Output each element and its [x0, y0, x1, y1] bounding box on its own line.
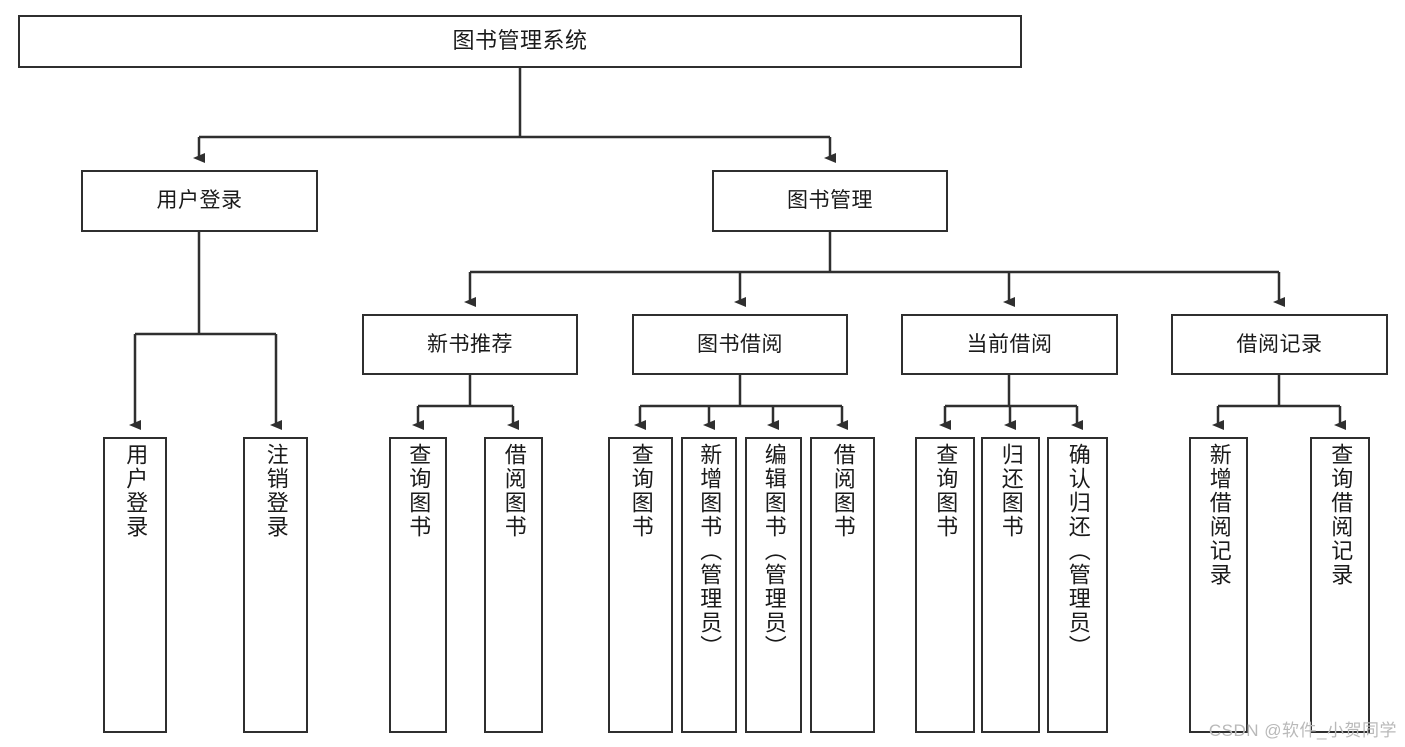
node-user-login-label: 用户登录	[156, 189, 243, 213]
node-book-management[interactable]: 图书管理	[712, 170, 948, 232]
leaf-return-book-label: 归还图书	[998, 443, 1024, 539]
node-book-management-label: 图书管理	[787, 189, 873, 213]
node-new-book-recommend[interactable]: 新书推荐	[362, 314, 578, 375]
leaf-lend-book-label: 借阅图书	[830, 443, 856, 539]
leaf-return-book[interactable]: 归还图书	[981, 437, 1040, 733]
leaf-add-borrow-record[interactable]: 新增借阅记录	[1189, 437, 1248, 733]
leaf-add-book-admin-label: 新增图书（管理员）	[697, 443, 723, 659]
leaf-confirm-return-admin[interactable]: 确认归还（管理员）	[1047, 437, 1108, 733]
leaf-lend-book[interactable]: 借阅图书	[810, 437, 875, 733]
leaf-confirm-return-admin-label: 确认归还（管理员）	[1065, 443, 1091, 659]
node-book-borrow[interactable]: 图书借阅	[632, 314, 848, 375]
leaf-query-book-current-label: 查询图书	[933, 443, 959, 539]
leaf-user-login[interactable]: 用户登录	[103, 437, 167, 733]
node-book-borrow-label: 图书借阅	[697, 332, 783, 356]
node-borrow-records[interactable]: 借阅记录	[1171, 314, 1388, 375]
leaf-query-book-newbook[interactable]: 查询图书	[389, 437, 447, 733]
node-root-label: 图书管理系统	[452, 28, 588, 54]
leaf-logout[interactable]: 注销登录	[243, 437, 308, 733]
node-user-login[interactable]: 用户登录	[81, 170, 318, 232]
leaf-edit-book-admin-label: 编辑图书（管理员）	[761, 443, 787, 659]
leaf-query-book-borrow[interactable]: 查询图书	[608, 437, 673, 733]
node-current-borrow-label: 当前借阅	[966, 332, 1053, 356]
leaf-query-book-borrow-label: 查询图书	[628, 443, 654, 539]
leaf-logout-label: 注销登录	[263, 443, 289, 539]
leaf-query-borrow-record[interactable]: 查询借阅记录	[1310, 437, 1370, 733]
leaf-query-book-current[interactable]: 查询图书	[915, 437, 975, 733]
leaf-borrow-book-newbook-label: 借阅图书	[501, 443, 527, 539]
node-root[interactable]: 图书管理系统	[18, 15, 1022, 68]
leaf-query-borrow-record-label: 查询借阅记录	[1328, 443, 1354, 587]
leaf-edit-book-admin[interactable]: 编辑图书（管理员）	[745, 437, 802, 733]
leaf-borrow-book-newbook[interactable]: 借阅图书	[484, 437, 543, 733]
leaf-add-book-admin[interactable]: 新增图书（管理员）	[681, 437, 737, 733]
leaf-query-book-newbook-label: 查询图书	[406, 443, 432, 539]
node-borrow-records-label: 借阅记录	[1236, 332, 1323, 356]
watermark: CSDN @软件_小贺同学	[1208, 721, 1397, 740]
leaf-add-borrow-record-label: 新增借阅记录	[1206, 443, 1232, 587]
node-current-borrow[interactable]: 当前借阅	[901, 314, 1118, 375]
node-new-book-recommend-label: 新书推荐	[427, 332, 513, 356]
leaf-user-login-label: 用户登录	[123, 443, 149, 539]
